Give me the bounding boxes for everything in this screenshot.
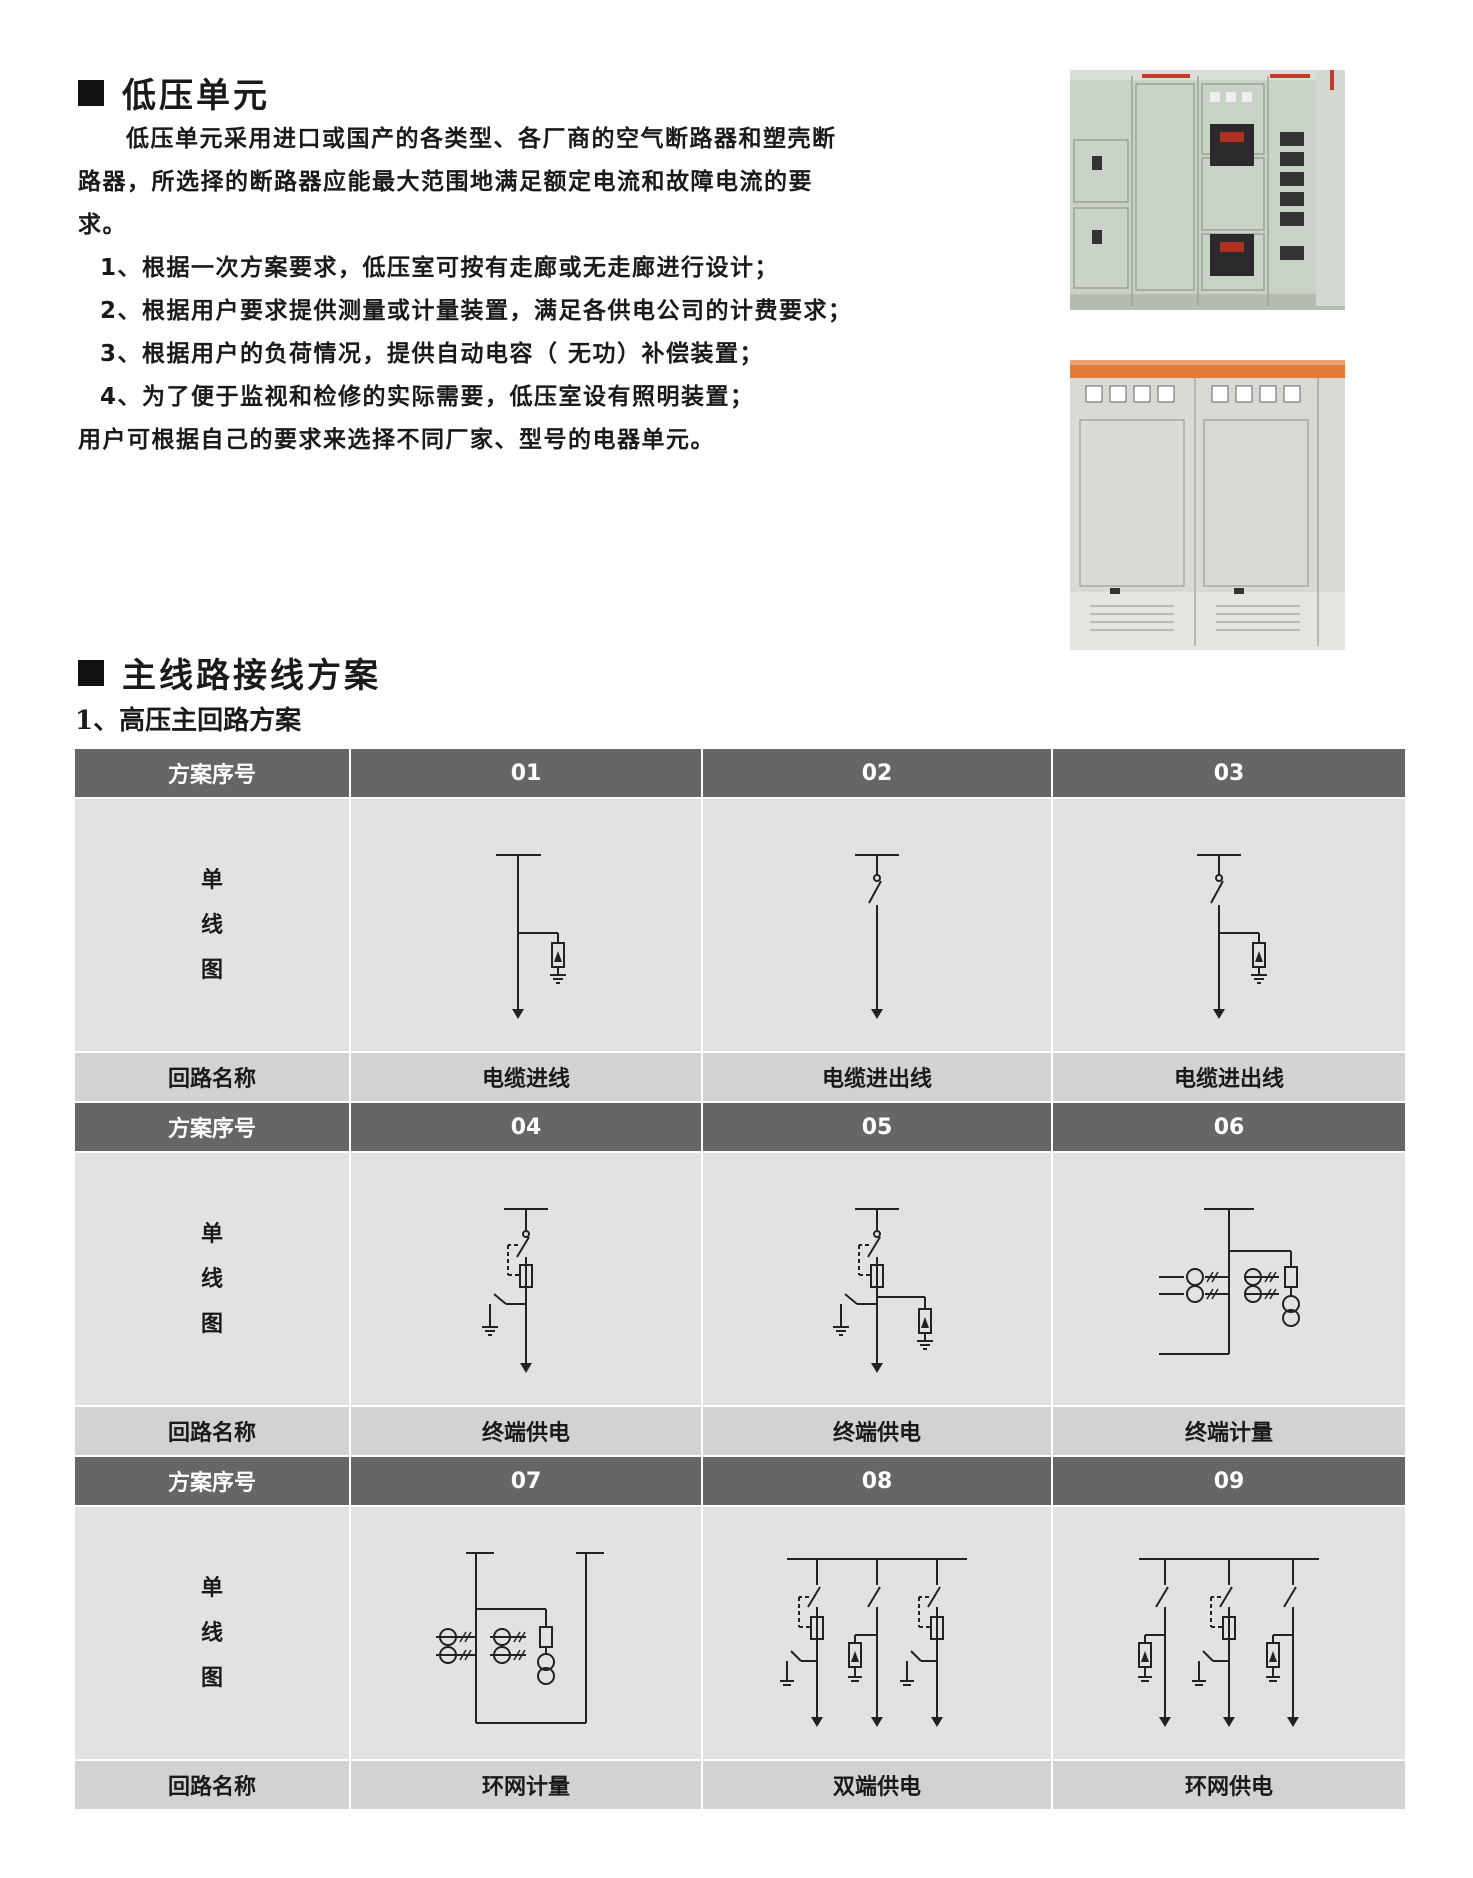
switchgear-photo-1 (1070, 70, 1345, 310)
switchgear-photo-2 (1070, 360, 1345, 650)
circuit-name: 电缆进线 (350, 1052, 703, 1103)
circuit-name: 终端计量 (1052, 1406, 1405, 1457)
diagram-row: 单 线 图 (75, 798, 1405, 1053)
circuit-name: 双端供电 (702, 1760, 1053, 1811)
single-line-diagram-04 (482, 1208, 548, 1373)
diagram-label: 单 线 图 (75, 1152, 351, 1407)
closing-paragraph: 用户可根据自己的要求来选择不同厂家、型号的电器单元。 (78, 427, 715, 453)
square-bullet-icon (78, 659, 104, 686)
list-item: 4、为了便于监视和检修的实际需要，低压室设有照明装置； (100, 384, 755, 410)
circuit-name-label: 回路名称 (75, 1052, 351, 1103)
diagram-label-char: 线 (200, 912, 223, 938)
diagram-cell (1052, 1152, 1405, 1407)
diagram-cell (702, 798, 1053, 1053)
diagram-cell (350, 1506, 703, 1761)
circuit-name-label: 回路名称 (75, 1406, 351, 1457)
list-item: 3、根据用户的负荷情况，提供自动电容（ 无功）补偿装置； (100, 341, 765, 367)
single-line-diagram-06 (1159, 1208, 1300, 1355)
diagram-row: 单 线 图 (75, 1152, 1405, 1407)
diagram-cell (702, 1506, 1053, 1761)
scheme-no: 07 (350, 1456, 703, 1507)
single-line-diagram-05 (833, 1208, 933, 1373)
diagram-cell (350, 1152, 703, 1407)
diagram-label-char: 单 (200, 1575, 223, 1601)
circuit-scheme-table: 方案序号 01 02 03 单 线 图 (75, 749, 1405, 1811)
diagram-cell (1052, 1506, 1405, 1761)
subsection-title: 1、高压主回路方案 (75, 706, 302, 736)
single-line-diagram-09 (1138, 1558, 1319, 1727)
circuit-name-row: 回路名称 环网计量 双端供电 环网供电 (75, 1760, 1405, 1811)
list-item: 1、根据一次方案要求，低压室可按有走廊或无走廊进行设计； (100, 255, 780, 281)
scheme-number-row: 方案序号 04 05 06 (75, 1102, 1405, 1153)
scheme-no: 08 (702, 1456, 1053, 1507)
diagram-label-char: 图 (200, 1665, 223, 1691)
scheme-no: 05 (702, 1102, 1053, 1153)
section-title-text: 低压单元 (122, 76, 270, 116)
diagram-label-char: 图 (200, 957, 223, 983)
circuit-name-row: 回路名称 终端供电 终端供电 终端计量 (75, 1406, 1405, 1457)
scheme-no: 02 (702, 749, 1053, 799)
diagram-label-char: 单 (200, 867, 223, 893)
circuit-name-label: 回路名称 (75, 1760, 351, 1811)
diagram-label-char: 单 (200, 1221, 223, 1247)
scheme-no-label: 方案序号 (75, 1456, 351, 1507)
circuit-name: 终端供电 (350, 1406, 703, 1457)
scheme-no-label: 方案序号 (75, 1102, 351, 1153)
scheme-no: 03 (1052, 749, 1405, 799)
scheme-no: 04 (350, 1102, 703, 1153)
diagram-cell (350, 798, 703, 1053)
diagram-cell (1052, 798, 1405, 1053)
diagram-row: 单 线 图 (75, 1506, 1405, 1761)
single-line-diagram-01 (496, 854, 566, 1019)
single-line-diagram-03 (1197, 854, 1267, 1019)
section-title-low-voltage: 低压单元 (78, 68, 270, 117)
circuit-name: 电缆进出线 (702, 1052, 1053, 1103)
section-title-main-circuit: 主线路接线方案 (78, 648, 381, 697)
scheme-number-row: 方案序号 07 08 09 (75, 1456, 1405, 1507)
intro-paragraph: 低压单元采用进口或国产的各类型、各厂商的空气断路器和塑壳断路器，所选择的断路器应… (78, 126, 837, 238)
diagram-label-char: 线 (200, 1266, 223, 1292)
section-title-text: 主线路接线方案 (122, 656, 381, 696)
circuit-name: 电缆进出线 (1052, 1052, 1405, 1103)
single-line-diagram-07 (436, 1552, 604, 1724)
diagram-cell (702, 1152, 1053, 1407)
circuit-name: 环网计量 (350, 1760, 703, 1811)
low-voltage-description: 低压单元采用进口或国产的各类型、各厂商的空气断路器和塑壳断路器，所选择的断路器应… (78, 118, 858, 462)
circuit-name: 环网供电 (1052, 1760, 1405, 1811)
scheme-number-row: 方案序号 01 02 03 (75, 749, 1405, 799)
list-item: 2、根据用户要求提供测量或计量装置，满足各供电公司的计费要求； (100, 298, 853, 324)
scheme-no: 01 (350, 749, 703, 799)
square-bullet-icon (78, 79, 104, 106)
diagram-label-char: 线 (200, 1620, 223, 1646)
diagram-label: 单 线 图 (75, 1506, 351, 1761)
scheme-no: 09 (1052, 1456, 1405, 1507)
scheme-no-label: 方案序号 (75, 749, 351, 799)
single-line-diagram-02 (855, 854, 899, 1019)
circuit-name-row: 回路名称 电缆进线 电缆进出线 电缆进出线 (75, 1052, 1405, 1103)
diagram-label: 单 线 图 (75, 798, 351, 1053)
circuit-name: 终端供电 (702, 1406, 1053, 1457)
diagram-label-char: 图 (200, 1311, 223, 1337)
scheme-no: 06 (1052, 1102, 1405, 1153)
single-line-diagram-08 (780, 1558, 967, 1727)
